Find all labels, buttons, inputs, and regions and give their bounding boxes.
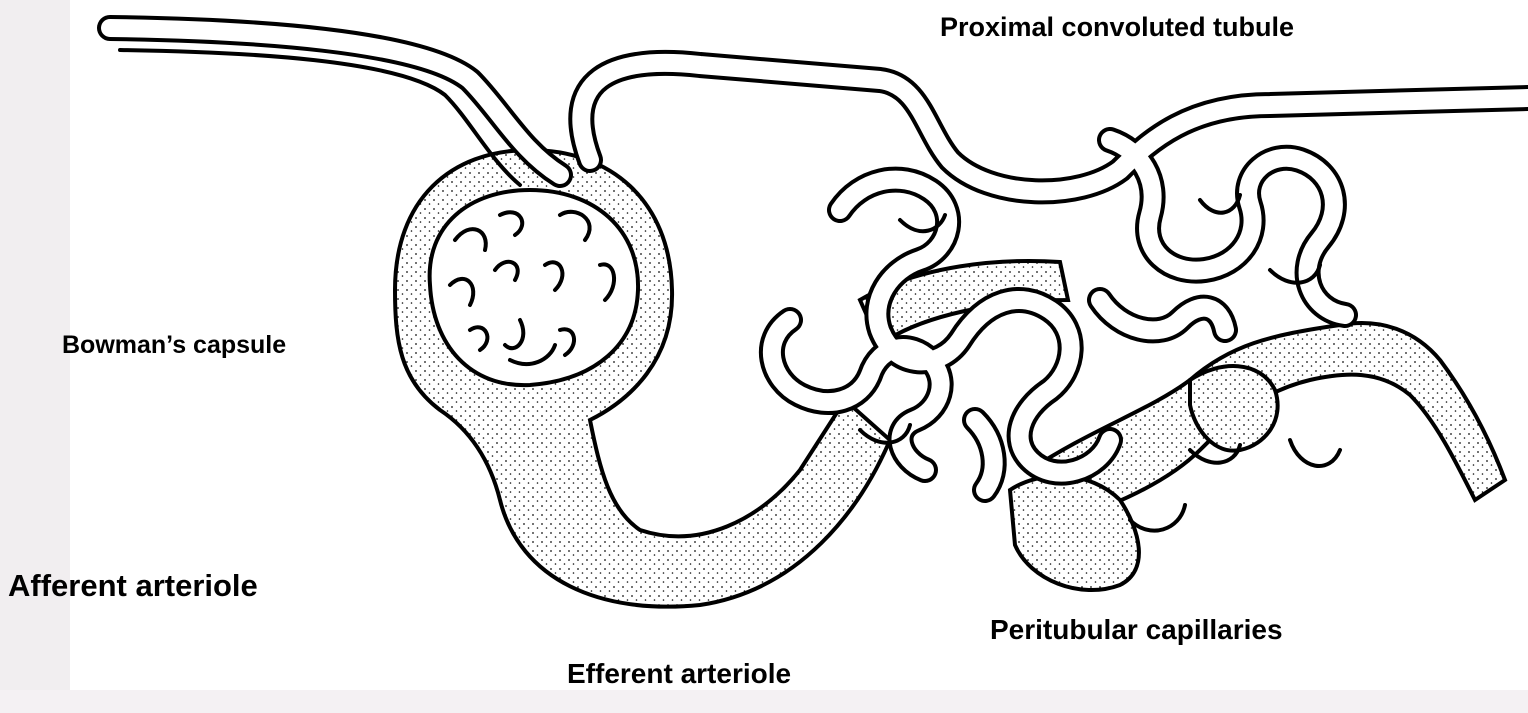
label-proximal-convoluted-tubule: Proximal convoluted tubule <box>940 14 1294 41</box>
label-bowmans-capsule: Bowman’s capsule <box>62 333 286 358</box>
label-peritubular-capillaries: Peritubular capillaries <box>990 616 1283 644</box>
paper-shade-left <box>0 0 70 713</box>
label-efferent-arteriole: Efferent arteriole <box>567 660 791 688</box>
glomerulus <box>430 190 638 385</box>
paper-shade-bottom <box>0 690 1528 713</box>
label-afferent-arteriole: Afferent arteriole <box>8 570 258 601</box>
proximal-tubule <box>110 28 1528 490</box>
